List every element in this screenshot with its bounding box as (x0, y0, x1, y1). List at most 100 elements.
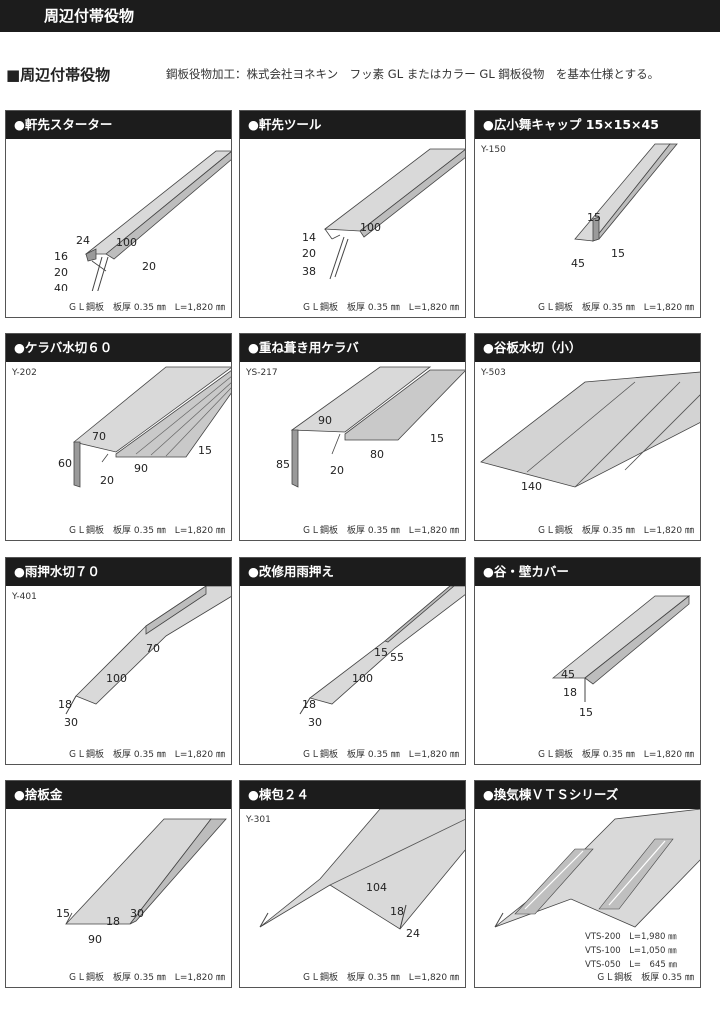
card-title: ●谷板水切（小） (475, 334, 700, 362)
product-card-hirokomai-cap: ●広小舞キャップ 15×15×45 Y-150 15 15 45 ＧＬ鋼板 板厚… (474, 110, 701, 318)
kaishu-amaosae-diagram: 15 55 100 18 30 (299, 586, 465, 729)
dim-label: 38 (302, 265, 316, 278)
dim-label: 15 (430, 432, 444, 445)
dim-label: 18 (106, 915, 120, 928)
product-card-kanki-mune-vts: ●換気棟ＶＴＳシリーズ VTS-200 L=1,980 ㎜ VTS-100 L=… (474, 780, 701, 988)
noki-starter-diagram: 24 100 16 20 40 20 (54, 150, 231, 291)
card-spec: ＧＬ鋼板 板厚 0.35 ㎜ L=1,820 ㎜ (68, 973, 225, 983)
card-spec: ＧＬ鋼板 板厚 0.35 ㎜ L=1,820 ㎜ (537, 526, 694, 536)
section-title: ■周辺付帯役物 (6, 66, 111, 84)
card-spec: ＧＬ鋼板 板厚 0.35 ㎜ L=1,820 ㎜ (302, 973, 459, 983)
card-spec: ＧＬ鋼板 板厚 0.35 ㎜ (596, 973, 694, 983)
dim-label: 30 (308, 716, 322, 729)
card-title: ●棟包２４ (240, 781, 465, 809)
dim-label: 15 (374, 646, 388, 659)
tani-kabe-cover-diagram: 45 18 15 (551, 595, 691, 719)
hirokomai-cap-diagram: 15 15 45 (571, 143, 678, 270)
dim-label: 20 (100, 474, 114, 487)
card-title: ●改修用雨押え (240, 558, 465, 586)
length-line: VTS-100 L=1,050 ㎜ (585, 946, 677, 956)
product-card-kaishu-amaosae: ●改修用雨押え 15 55 100 18 30 ＧＬ鋼板 板厚 0.35 ㎜ L… (239, 557, 466, 765)
dim-label: 40 (54, 282, 68, 291)
dim-label: 15 (587, 211, 601, 224)
taniita-mizukiri-diagram: 140 (480, 371, 700, 493)
dim-label: 30 (64, 716, 78, 729)
dim-label: 100 (360, 221, 381, 234)
length-line: VTS-200 L=1,980 ㎜ (585, 932, 677, 942)
length-line: VTS-050 L= 645 ㎜ (585, 960, 677, 970)
card-title: ●谷・壁カバー (475, 558, 700, 586)
dim-label: 100 (116, 236, 137, 249)
dim-label: 20 (330, 464, 344, 477)
product-code: YS-217 (246, 368, 278, 378)
card-spec: ＧＬ鋼板 板厚 0.35 ㎜ L=1,820 ㎜ (302, 526, 459, 536)
dim-label: 70 (146, 642, 160, 655)
product-card-tani-kabe-cover: ●谷・壁カバー 45 18 15 ＧＬ鋼板 板厚 0.35 ㎜ L=1,820 … (474, 557, 701, 765)
dim-label: 85 (276, 458, 290, 471)
dim-label: 100 (106, 672, 127, 685)
dim-label: 20 (302, 247, 316, 260)
product-code: Y-150 (481, 145, 506, 155)
dim-label: 45 (571, 257, 585, 270)
card-title: ●重ね葺き用ケラバ (240, 334, 465, 362)
product-card-noki-starter: ●軒先スターター 24 100 16 20 40 20 ＧＬ鋼板 板厚 0.35… (5, 110, 232, 318)
dim-label: 30 (130, 907, 144, 920)
card-title: ●軒先ツール (240, 111, 465, 139)
card-spec: ＧＬ鋼板 板厚 0.35 ㎜ L=1,820 ㎜ (537, 750, 694, 760)
dim-label: 18 (563, 686, 577, 699)
dim-label: 18 (302, 698, 316, 711)
dim-label: 24 (76, 234, 90, 247)
dim-label: 20 (142, 260, 156, 273)
product-code: Y-202 (12, 368, 37, 378)
product-card-amaosae-mizukiri: ●雨押水切７０ Y-401 70 100 18 30 ＧＬ鋼板 板厚 0.35 … (5, 557, 232, 765)
dim-label: 15 (611, 247, 625, 260)
product-card-sute-bankin: ●捨板金 15 18 30 90 ＧＬ鋼板 板厚 0.35 ㎜ L=1,820 … (5, 780, 232, 988)
kanki-mune-vts-diagram (494, 809, 700, 928)
card-title: ●軒先スターター (6, 111, 231, 139)
card-spec: ＧＬ鋼板 板厚 0.35 ㎜ L=1,820 ㎜ (537, 303, 694, 313)
noki-tool-diagram: 14 100 20 38 (302, 148, 465, 280)
card-title: ●換気棟ＶＴＳシリーズ (475, 781, 700, 809)
dim-label: 15 (56, 907, 70, 920)
keraba-mizukiri-diagram: 70 60 20 90 15 (58, 366, 231, 488)
product-code: Y-503 (481, 368, 506, 378)
specification-note: 鋼板役物加工：株式会社ヨネキン フッ素 GL またはカラー GL 鋼板役物 を基… (166, 67, 660, 81)
dim-label: 18 (390, 905, 404, 918)
dim-label: 60 (58, 457, 72, 470)
card-title: ●雨押水切７０ (6, 558, 231, 586)
amaosae-mizukiri-diagram: 70 100 18 30 (58, 586, 231, 729)
card-spec: ＧＬ鋼板 板厚 0.35 ㎜ L=1,820 ㎜ (68, 526, 225, 536)
product-code: Y-401 (12, 592, 37, 602)
dim-label: 15 (198, 444, 212, 457)
dim-label: 90 (318, 414, 332, 427)
dim-label: 20 (54, 266, 68, 279)
page-title: 周辺付帯役物 (44, 7, 135, 25)
sute-bankin-diagram: 15 18 30 90 (56, 818, 227, 946)
dim-label: 55 (390, 651, 404, 664)
product-card-keraba-mizukiri: ●ケラバ水切６０ Y-202 70 60 20 90 15 ＧＬ鋼板 板厚 0.… (5, 333, 232, 541)
card-spec: ＧＬ鋼板 板厚 0.35 ㎜ L=1,820 ㎜ (68, 303, 225, 313)
card-spec: ＧＬ鋼板 板厚 0.35 ㎜ L=1,820 ㎜ (302, 750, 459, 760)
dim-label: 15 (579, 706, 593, 719)
card-title: ●捨板金 (6, 781, 231, 809)
card-spec: ＧＬ鋼板 板厚 0.35 ㎜ L=1,820 ㎜ (302, 303, 459, 313)
dim-label: 70 (92, 430, 106, 443)
dim-label: 90 (88, 933, 102, 946)
product-card-noki-tool: ●軒先ツール 14 100 20 38 ＧＬ鋼板 板厚 0.35 ㎜ L=1,8… (239, 110, 466, 318)
dim-label: 90 (134, 462, 148, 475)
product-card-munazutsumi: ●棟包２４ Y-301 104 18 24 ＧＬ鋼板 板厚 0.35 ㎜ L=1… (239, 780, 466, 988)
product-card-kasane-keraba: ●重ね葺き用ケラバ YS-217 90 85 20 80 15 ＧＬ鋼板 板厚 … (239, 333, 466, 541)
product-card-taniita-mizukiri: ●谷板水切（小） Y-503 140 ＧＬ鋼板 板厚 0.35 ㎜ L=1,82… (474, 333, 701, 541)
dim-label: 24 (406, 927, 420, 940)
dim-label: 80 (370, 448, 384, 461)
product-code: Y-301 (246, 815, 271, 825)
dim-label: 18 (58, 698, 72, 711)
card-title: ●ケラバ水切６０ (6, 334, 231, 362)
munazutsumi-diagram: 104 18 24 (259, 809, 465, 940)
card-spec: ＧＬ鋼板 板厚 0.35 ㎜ L=1,820 ㎜ (68, 750, 225, 760)
card-title: ●広小舞キャップ 15×15×45 (475, 111, 700, 139)
dim-label: 16 (54, 250, 68, 263)
dim-label: 45 (561, 668, 575, 681)
dim-label: 14 (302, 231, 316, 244)
dim-label: 104 (366, 881, 387, 894)
